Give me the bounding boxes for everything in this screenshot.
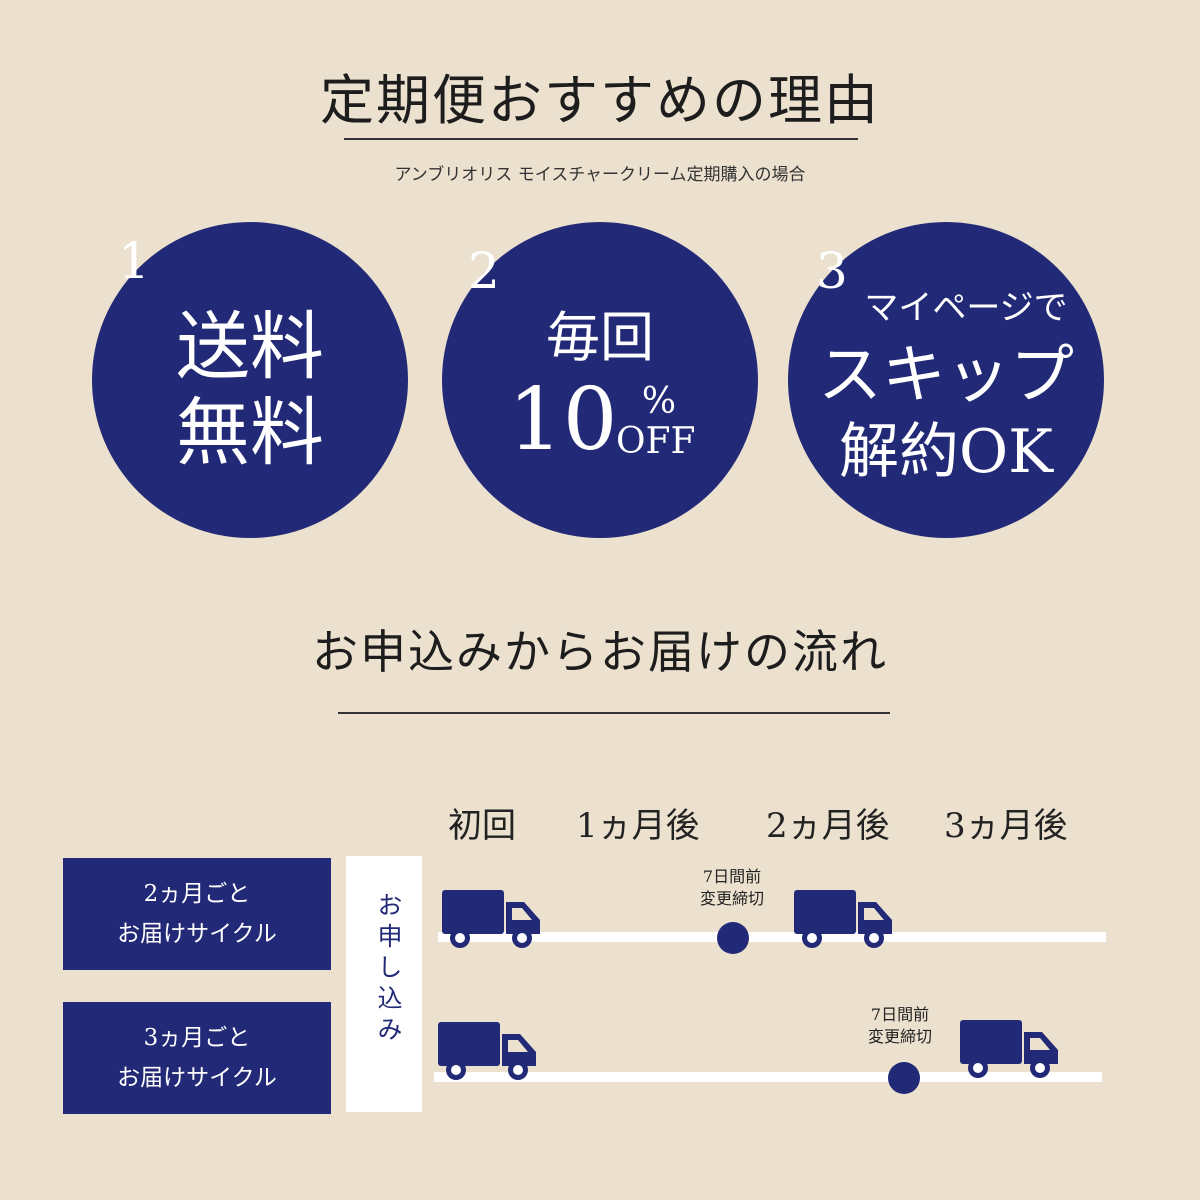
deadline-dot [888,1062,920,1094]
deadline-dot [717,922,749,954]
reasons-title: 定期便おすすめの理由 [320,69,880,132]
truck-icon [438,1022,536,1080]
deadline-note-line2: 変更締切 [867,1027,932,1046]
column-header-2-month: 2ヵ月後 [766,806,890,846]
reason-1-line1: 送料 [176,304,324,390]
reason-number-1: 1 [118,232,150,290]
reason-3-line3: 解約OK [838,417,1053,487]
reasons-subtitle: アンブリオリス モイスチャークリーム定期購入の場合 [394,165,806,185]
truck-icon [960,1020,1058,1078]
flow-divider [338,712,890,714]
cycle-label-line1: 2ヵ月ごと [143,881,251,907]
reason-2-line1: 毎回 [546,306,654,369]
reason-circle-1: 1 送料 無料 [92,222,408,538]
apply-box: お申し込み [346,856,422,1112]
reason-circle-2: 2 毎回 10 % OFF [442,222,758,538]
reason-3-line2: スキップ [818,339,1074,413]
reason-2-value: 10 [508,370,618,470]
title-divider [344,138,858,140]
reason-3-line1: マイページで [864,288,1068,328]
reason-2-percent: % [641,381,677,422]
deadline-note-line1: 7日間前 [870,1005,930,1024]
cycle-label-2-months: 2ヵ月ごと お届けサイクル [63,858,331,970]
cycle-label-3-months: 3ヵ月ごと お届けサイクル [63,1002,331,1114]
cycle-label-line1: 3ヵ月ごと [143,1025,251,1051]
reason-1-line2: 無料 [176,390,324,476]
apply-label: お申し込み [374,892,403,1047]
reason-number-3: 3 [816,242,848,300]
timeline-track-3-months [434,1072,1102,1082]
deadline-note-line1: 7日間前 [702,867,762,886]
reason-number-2: 2 [468,242,500,300]
deadline-note: 7日間前 変更締切 [672,866,792,910]
column-header-3-month: 3ヵ月後 [944,806,1068,846]
truck-icon [794,890,892,948]
reason-2-off: OFF [616,421,696,462]
reason-circle-3: 3 マイページで スキップ 解約OK [788,222,1104,538]
column-header-1-month: 1ヵ月後 [576,806,700,846]
timeline-track-2-months [438,932,1106,942]
cycle-label-line2: お届けサイクル [117,1065,277,1091]
cycle-label-line2: お届けサイクル [117,921,277,947]
deadline-note-line2: 変更締切 [699,889,764,908]
deadline-note: 7日間前 変更締切 [840,1004,960,1048]
flow-title: お申込みからお届けの流れ [312,625,888,679]
truck-icon [442,890,540,948]
column-header-first: 初回 [448,806,516,846]
